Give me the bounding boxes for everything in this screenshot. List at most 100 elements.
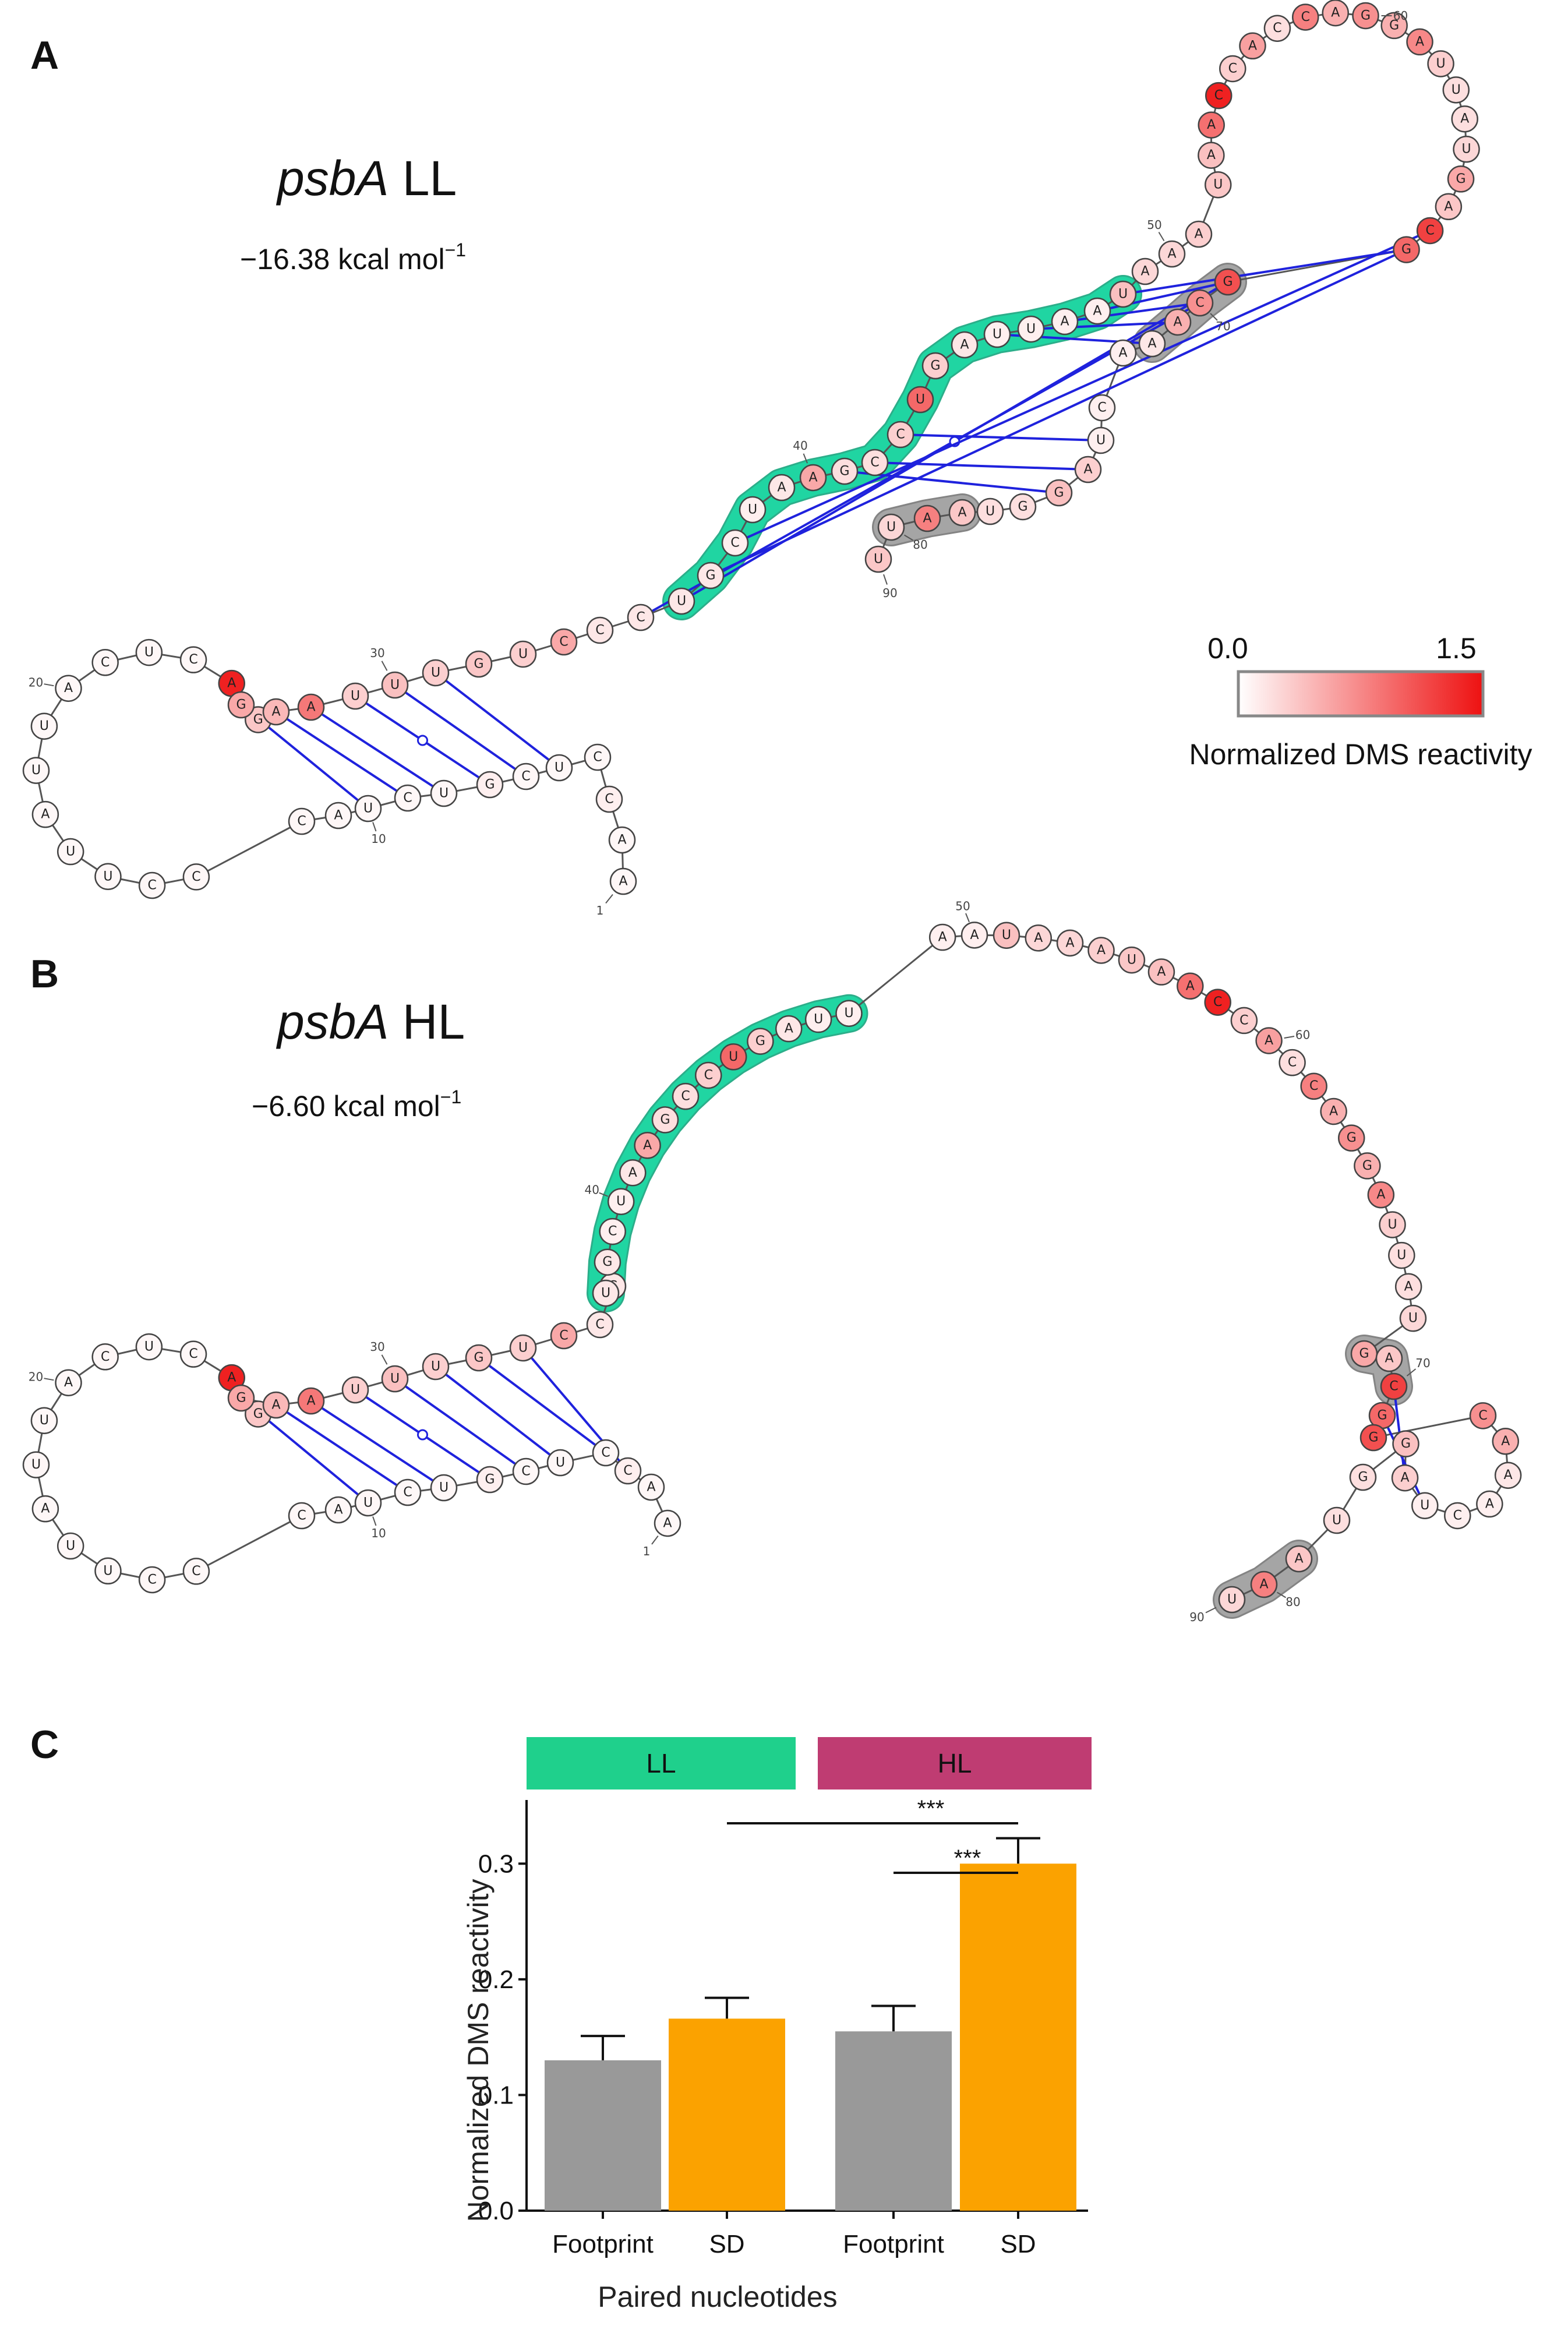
nucleotide-letter-79: A xyxy=(1173,315,1182,330)
nucleotide-letter-81: A xyxy=(1485,1496,1494,1511)
nucleotide-75 xyxy=(1380,1372,1408,1400)
facet-strip-ll xyxy=(527,1737,796,1789)
base-pair-line xyxy=(1122,248,1407,295)
nucleotide-letter-21: C xyxy=(101,1350,110,1364)
nucleotide-letter-15: U xyxy=(103,869,112,884)
nucleotide-68 xyxy=(1406,28,1433,56)
panel-a: A psbA LL −16.38 kcal mol−1 AACCUCGUCUAC… xyxy=(22,0,1532,917)
nucleotide-39 xyxy=(599,1217,626,1245)
nucleotide-letter-26: G xyxy=(236,698,246,712)
position-tick xyxy=(1284,1036,1295,1039)
legend-title: Normalized DMS reactivity xyxy=(1189,738,1532,771)
nucleotide-letter-16: U xyxy=(66,845,75,859)
nucleotide-42 xyxy=(799,464,827,492)
facet-strip-hl-label: HL xyxy=(938,1748,972,1778)
nucleotide-letter-57: U xyxy=(1213,178,1223,192)
nucleotide-48 xyxy=(775,1015,803,1043)
nucleotide-8 xyxy=(430,1474,458,1502)
panel-a-energy-value: −16.38 kcal mol xyxy=(240,243,445,276)
nucleotide-31 xyxy=(422,1353,450,1381)
nucleotide-11 xyxy=(324,1496,352,1524)
nucleotide-letter-47: G xyxy=(930,359,940,373)
nucleotide-70 xyxy=(1442,76,1470,104)
nucleotide-55 xyxy=(1158,240,1186,268)
nucleotide-52 xyxy=(960,922,988,949)
nucleotide-letter-25: G xyxy=(253,1407,263,1421)
nucleotide-34 xyxy=(550,1322,578,1350)
nucleotide-letter-51: A xyxy=(938,930,947,945)
position-tick xyxy=(372,1516,377,1526)
nucleotide-20 xyxy=(55,675,82,702)
base-pair-line xyxy=(435,1365,561,1464)
nucleotide-letter-80: A xyxy=(1504,1468,1513,1483)
nucleotide-19 xyxy=(30,1407,58,1434)
nucleotide-34 xyxy=(550,628,578,656)
nucleotide-22 xyxy=(135,638,163,666)
nucleotide-letter-85: G xyxy=(1401,1436,1411,1451)
nucleotide-66 xyxy=(1352,2,1379,30)
nucleotide-letter-38: G xyxy=(705,569,715,583)
panel-b-title-condition: HL xyxy=(389,994,465,1049)
nucleotide-letter-53: U xyxy=(1002,928,1011,943)
nucleotide-letter-25: G xyxy=(253,712,263,727)
nucleotide-59 xyxy=(1177,972,1204,1000)
nucleotide-letter-17: A xyxy=(41,1502,50,1516)
position-tick xyxy=(381,661,388,671)
nucleotide-16 xyxy=(56,838,84,866)
nucleotide-letter-34: C xyxy=(559,635,568,650)
position-tick xyxy=(1210,313,1218,321)
nucleotide-letter-89: A xyxy=(923,511,931,526)
nucleotide-letter-6: C xyxy=(521,1464,530,1479)
nucleotide-letter-66: G xyxy=(1361,8,1371,23)
nucleotide-73 xyxy=(1447,165,1475,193)
nucleotide-2 xyxy=(637,1473,665,1501)
nucleotide-letter-50: U xyxy=(1026,322,1036,337)
bar-ll-footprint xyxy=(545,2060,661,2211)
base-pair-line xyxy=(435,672,560,769)
nucleotide-29 xyxy=(341,1376,369,1404)
nucleotide-letter-87: U xyxy=(1332,1513,1341,1528)
nucleotide-letter-86: G xyxy=(1358,1470,1368,1485)
base-pair-line xyxy=(1381,1415,1426,1506)
nucleotide-letter-70: U xyxy=(1452,83,1461,97)
nucleotide-letter-37: U xyxy=(601,1286,610,1301)
nucleotide-3 xyxy=(614,1457,642,1485)
nucleotide-21 xyxy=(91,1343,119,1371)
nucleotide-7 xyxy=(476,1466,504,1494)
nucleotide-letter-65: A xyxy=(1329,1104,1338,1118)
position-tick xyxy=(1406,1368,1417,1376)
nucleotide-76 xyxy=(1393,236,1420,263)
nucleotide-letter-7: G xyxy=(485,1473,495,1487)
nucleotide-19 xyxy=(30,712,58,740)
nucleotide-letter-43: G xyxy=(660,1113,670,1127)
nucleotide-letter-91: U xyxy=(874,552,883,567)
nucleotide-33 xyxy=(509,640,537,668)
nucleotide-85 xyxy=(1045,479,1073,507)
nucleotide-29 xyxy=(341,682,369,710)
nucleotide-letter-63: C xyxy=(1273,21,1281,36)
nucleotide-4 xyxy=(592,1439,620,1467)
nucleotide-letter-18: U xyxy=(31,763,41,778)
nucleotide-letter-89: A xyxy=(1259,1577,1268,1592)
nucleotide-letter-28: A xyxy=(306,1394,315,1409)
nucleotide-90 xyxy=(1218,1586,1246,1614)
nucleotide-letter-48: A xyxy=(960,338,969,352)
nucleotide-letter-66: G xyxy=(1347,1131,1357,1145)
panel-a-title-gene: psbA xyxy=(276,151,389,206)
position-label-55: 50 xyxy=(1147,218,1161,232)
nucleotide-33 xyxy=(509,1334,537,1362)
position-label-10: 10 xyxy=(371,1526,386,1540)
nucleotide-15 xyxy=(94,863,122,891)
nucleotide-56 xyxy=(1087,937,1115,964)
nucleotide-50 xyxy=(835,1000,863,1027)
base-pair-line xyxy=(275,1404,409,1494)
nucleotide-30 xyxy=(381,671,409,699)
x-tick-label: SD xyxy=(1000,2230,1036,2258)
nucleotide-67 xyxy=(1380,12,1408,40)
nucleotide-41 xyxy=(768,474,796,502)
nucleotide-letter-54: A xyxy=(1140,264,1149,279)
reactivity-legend: 0.0 1.5 Normalized DMS reactivity xyxy=(1189,632,1532,771)
nucleotide-letter-76: G xyxy=(1377,1409,1387,1423)
